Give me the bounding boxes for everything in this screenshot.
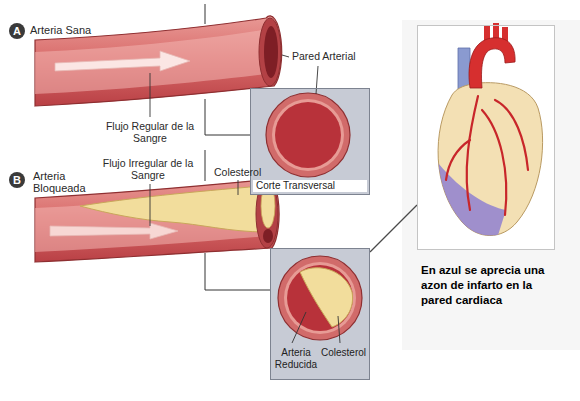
section-ring	[284, 262, 356, 334]
section-wall	[266, 93, 350, 177]
letter-label: A	[9, 23, 25, 39]
inset-ground	[270, 248, 370, 380]
part-label: Colesterol	[321, 347, 366, 359]
aorta	[469, 38, 515, 88]
cross-section-blocked	[278, 256, 362, 340]
heart-illustration	[428, 23, 543, 248]
part-label: Arteria Bloqueada	[33, 170, 93, 194]
artery-opening	[259, 18, 281, 86]
leader-lines	[150, 55, 340, 343]
section-lumen	[287, 265, 353, 331]
leader-line	[150, 73, 151, 117]
part-label: Flujo Regular de la Sangre	[100, 120, 200, 144]
letter-badge: B	[9, 172, 25, 188]
heart-box: En azul se aprecia una azon de infarto e…	[417, 25, 555, 250]
section-lumen	[275, 102, 341, 168]
flow-arrow	[55, 51, 190, 71]
cross-section-healthy	[266, 93, 350, 177]
flow-arrow	[50, 223, 178, 239]
part-label: Pared Arterial	[292, 50, 356, 62]
part-label: Arteria Sana	[30, 24, 91, 36]
leader-line	[282, 55, 289, 57]
section-line	[205, 99, 250, 135]
section-line	[205, 253, 270, 290]
part-label: Flujo Irregular de la Sangre	[98, 157, 198, 181]
cross-section-box: Corte Transversal	[250, 88, 370, 195]
note-text: En azul se aprecia una azon de infarto e…	[421, 263, 561, 308]
leader-line	[238, 180, 239, 195]
part-label: Arteria Reducida	[273, 347, 319, 371]
artery-opening-lumen	[263, 229, 273, 243]
section-line	[205, 4, 206, 24]
leader-line	[150, 184, 151, 226]
side-panel	[402, 20, 580, 350]
part-label: Colesterol	[214, 166, 261, 178]
letter-label: B	[9, 172, 25, 188]
leader-line	[338, 316, 340, 343]
coronary-artery	[467, 96, 478, 210]
letter-badge: A	[9, 23, 25, 39]
section-caption: Corte Transversal	[253, 180, 367, 192]
leader-line	[292, 312, 306, 343]
artery-opening-lumen	[264, 26, 278, 78]
section-line	[205, 150, 206, 181]
heart-frame	[417, 25, 555, 250]
coronary-artery	[446, 140, 470, 180]
connector-line	[370, 205, 417, 252]
cross-section-box: Arteria ReducidaColesterol	[270, 248, 370, 380]
inset-ground	[250, 88, 370, 194]
section-wall	[278, 256, 362, 340]
coronary-arteries	[446, 96, 528, 215]
section-ring	[272, 99, 344, 171]
cholesterol-plaque	[300, 268, 353, 327]
coronary-artery	[482, 110, 506, 215]
coronary-artery	[495, 100, 528, 170]
leader-line	[316, 66, 318, 94]
artery-lumen	[35, 30, 266, 94]
section-markers	[205, 4, 270, 290]
